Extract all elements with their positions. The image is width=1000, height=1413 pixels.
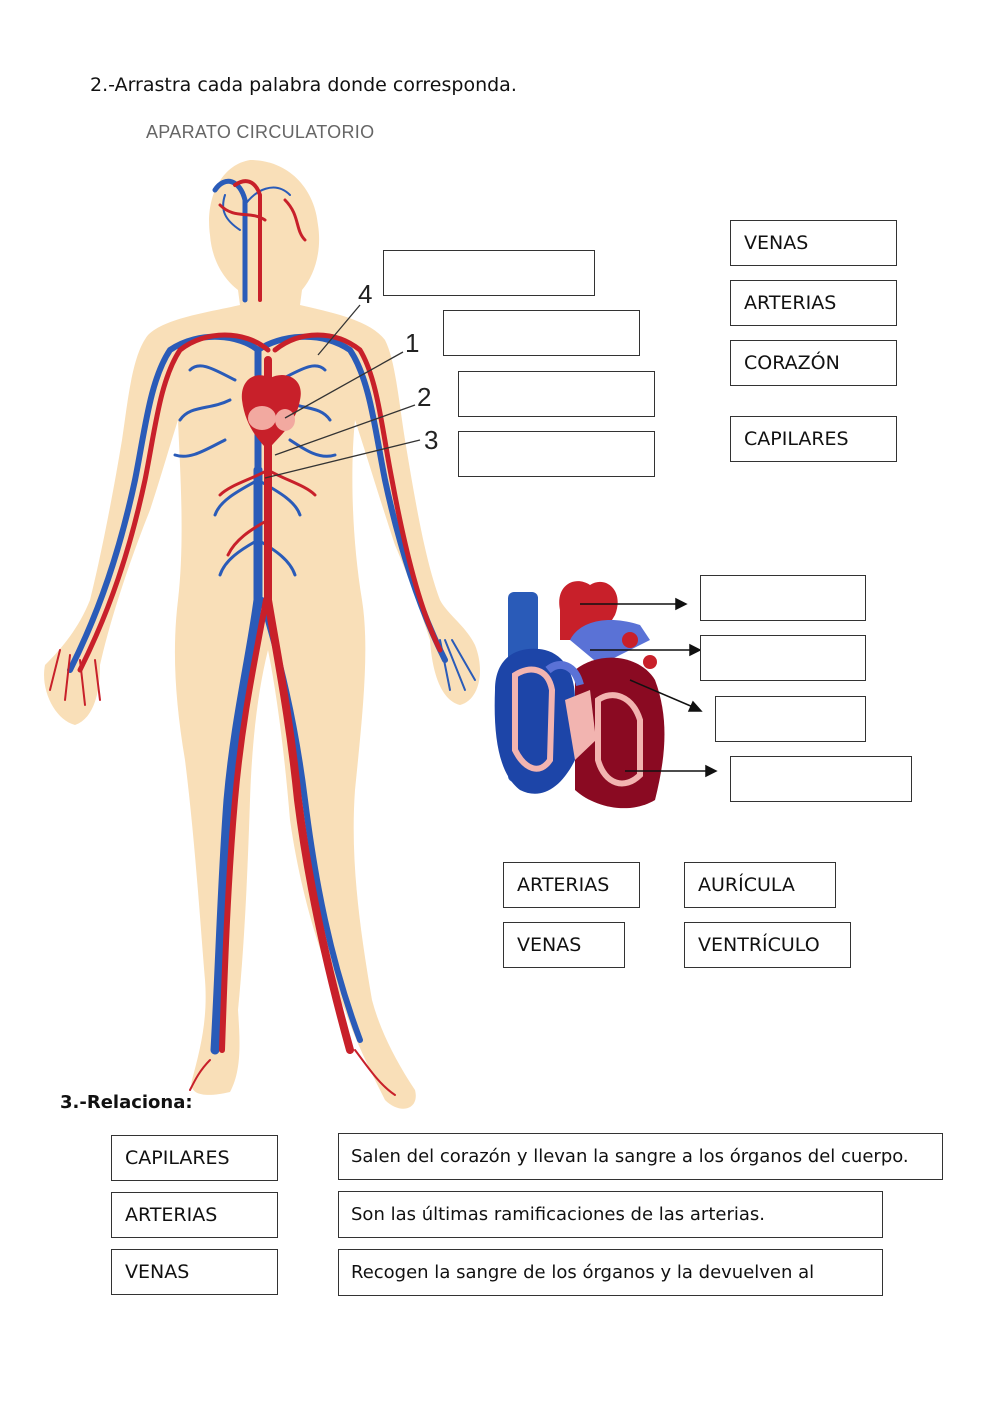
match-definition-3[interactable]: Recogen la sangre de los órganos y la de…	[338, 1249, 883, 1296]
word-venas[interactable]: VENAS	[730, 220, 897, 266]
drop-zone-heart-4[interactable]	[730, 756, 912, 802]
match-definition-2[interactable]: Son las últimas ramificaciones de las ar…	[338, 1191, 883, 1238]
drop-zone-body-1[interactable]	[443, 310, 640, 356]
figure-title: APARATO CIRCULATORIO	[146, 122, 375, 142]
word-arterias[interactable]: ARTERIAS	[730, 280, 897, 326]
word-venas-heart[interactable]: VENAS	[503, 922, 625, 968]
callout-number-1: 1	[405, 328, 420, 358]
drop-zone-heart-2[interactable]	[700, 635, 866, 681]
word-corazon[interactable]: CORAZÓN	[730, 340, 897, 386]
match-term-venas[interactable]: VENAS	[111, 1249, 278, 1295]
match-term-arterias[interactable]: ARTERIAS	[111, 1192, 278, 1238]
body-heart	[241, 374, 301, 450]
heart-diagram	[494, 581, 665, 809]
match-definition-1[interactable]: Salen del corazón y llevan la sangre a l…	[338, 1133, 943, 1180]
drop-zone-body-4[interactable]	[383, 250, 595, 296]
drop-zone-heart-1[interactable]	[700, 575, 866, 621]
relate-instruction: 3.-Relaciona:	[60, 1092, 193, 1113]
word-ventriculo[interactable]: VENTRÍCULO	[684, 922, 851, 968]
drop-zone-body-2[interactable]	[458, 371, 655, 417]
drop-zone-body-3[interactable]	[458, 431, 655, 477]
word-capilares[interactable]: CAPILARES	[730, 416, 897, 462]
callout-number-4: 4	[358, 279, 373, 309]
match-term-capilares[interactable]: CAPILARES	[111, 1135, 278, 1181]
callout-number-3: 3	[424, 425, 439, 455]
word-auricula[interactable]: AURÍCULA	[684, 862, 836, 908]
word-arterias-heart[interactable]: ARTERIAS	[503, 862, 640, 908]
drag-instruction: 2.-Arrastra cada palabra donde correspon…	[90, 74, 517, 96]
drop-zone-heart-3[interactable]	[715, 696, 866, 742]
callout-number-2: 2	[417, 382, 432, 412]
